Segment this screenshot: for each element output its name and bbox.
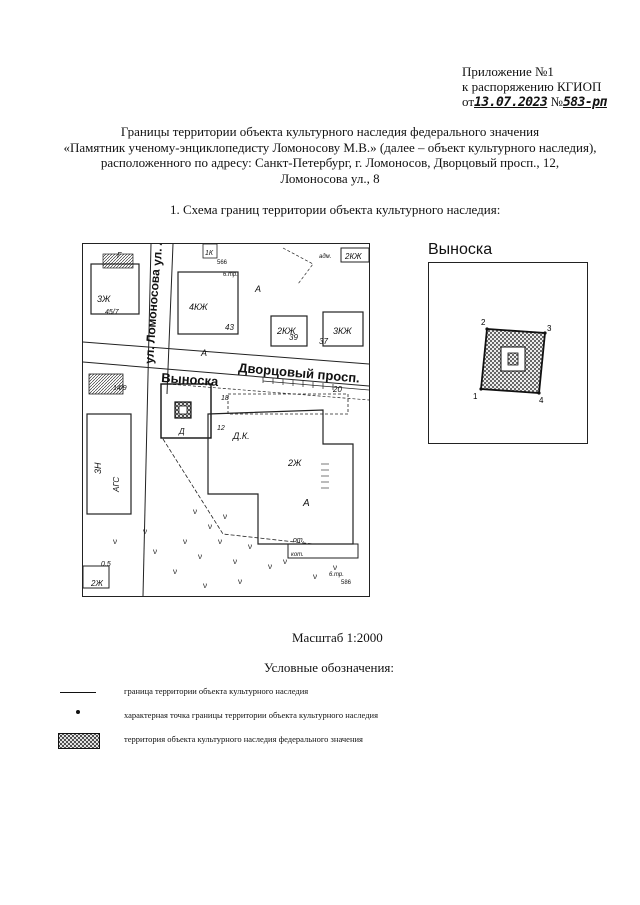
label-a-top: А (254, 284, 261, 294)
inset-point-2: 2 (481, 318, 486, 327)
label-adm: адм. (319, 254, 331, 260)
label-45-7: 45/7 (105, 309, 120, 316)
map-drawing: ννν ννν ννν ννν ννν ννν ул. Ломоносова у… (83, 244, 369, 596)
svg-text:ν: ν (203, 581, 207, 590)
svg-text:ν: ν (218, 537, 222, 546)
label-39: 39 (289, 333, 298, 342)
label-callout: Выноска (161, 370, 220, 389)
appendix-line2: к распоряжению КГИОП (462, 79, 602, 94)
label-4kzh: 4КЖ (189, 302, 208, 312)
order-number: 583-рп (562, 95, 607, 110)
label-street-top: ул. Ломоносова (150, 244, 167, 266)
legend-boundary-line-symbol (60, 692, 96, 693)
label-0-5: 0.5 (101, 561, 111, 568)
label-a-complex: А (302, 498, 310, 509)
svg-text:ν: ν (313, 572, 317, 581)
order-date: 13.07.2023 (474, 95, 548, 110)
label-586: 586 (341, 580, 352, 586)
svg-text:ν: ν (248, 542, 252, 551)
svg-text:ν: ν (143, 527, 147, 536)
legend-item-territory: территория объекта культурного наследия … (124, 734, 363, 744)
inset-point-1: 1 (473, 392, 478, 401)
label-kot: кот. (291, 552, 304, 558)
svg-text:ν: ν (113, 537, 117, 546)
title-line1: Границы территории объекта культурного н… (120, 124, 540, 139)
appendix-note: Приложение №1 к распоряжению КГИОП от13.… (462, 64, 607, 110)
svg-text:ν: ν (173, 567, 177, 576)
label-g: Г (117, 251, 122, 260)
appendix-line3: от13.07.2023 №583-рп (462, 94, 607, 110)
svg-text:ν: ν (283, 557, 287, 566)
label-14-9: 14/9 (113, 385, 127, 392)
label-566: 566 (217, 260, 228, 266)
label-2kzh: 2КЖ (276, 326, 296, 336)
date-prefix: от (462, 94, 475, 109)
svg-text:ν: ν (208, 522, 212, 531)
document-title: Границы территории объекта культурного н… (40, 124, 620, 186)
label-2zh-bottom: 2Ж (90, 579, 103, 588)
label-3kzh: 3КЖ (333, 326, 352, 336)
legend-point-symbol (76, 710, 80, 714)
label-43: 43 (225, 323, 234, 332)
label-dk: Д.К. (232, 431, 250, 441)
label-18: 18 (221, 395, 229, 402)
svg-text:ν: ν (238, 577, 242, 586)
label-3n: 3Н (93, 462, 103, 474)
label-d-callout: Д (178, 427, 185, 436)
label-37: 37 (319, 337, 328, 346)
label-ags: АГС (112, 477, 121, 493)
svg-text:ν: ν (233, 557, 237, 566)
svg-text:ν: ν (223, 512, 227, 521)
label-6tr-bottom: 6.тр. (329, 572, 344, 578)
label-1k: 1К (205, 250, 214, 257)
svg-text:ν: ν (153, 547, 157, 556)
label-3zh: 3Ж (97, 294, 111, 304)
label-dvortsovy: Дворцовый просп. (238, 360, 361, 386)
label-a-street: А (200, 348, 207, 358)
title-line4: Ломоносова ул., 8 (280, 170, 380, 186)
inset-drawing: 1 2 3 4 (473, 318, 552, 405)
map-scale: Масштаб 1:2000 (292, 630, 383, 645)
label-6tr: 6.тр. (223, 272, 238, 278)
label-ot: от. (293, 537, 305, 544)
label-12: 12 (217, 425, 225, 432)
svg-text:ν: ν (183, 537, 187, 546)
inset-title: Выноска (428, 241, 493, 258)
boundary-map: ννν ννν ννν ννν ννν ννν ул. Ломоносова у… (82, 243, 370, 597)
inset-point-3: 3 (547, 324, 552, 333)
section-heading: 1. Схема границ территории объекта культ… (170, 202, 501, 217)
label-2kzh-top: 2КЖ (344, 252, 362, 261)
label-street-bottom: ул. Ломоносова (142, 268, 163, 364)
inset-point-4: 4 (539, 396, 544, 405)
legend-item-boundary: граница территории объекта культурного н… (124, 686, 309, 696)
number-prefix: № (550, 94, 563, 109)
label-20: 20 (332, 385, 342, 394)
svg-text:ν: ν (193, 507, 197, 516)
legend-title: Условные обозначения: (264, 660, 395, 675)
label-2zh: 2Ж (287, 458, 302, 468)
svg-text:ν: ν (333, 563, 337, 572)
legend-item-point: характерная точка границы территории объ… (124, 710, 378, 720)
svg-text:ν: ν (268, 562, 272, 571)
inset-frame: 1 2 3 4 (428, 262, 588, 444)
appendix-line1: Приложение №1 (462, 64, 554, 79)
title-line2: «Памятник ученому-энциклопедисту Ломонос… (63, 139, 597, 155)
legend-territory-symbol (58, 733, 100, 749)
svg-text:ν: ν (198, 552, 202, 561)
title-line3: расположенного по адресу: Санкт-Петербур… (100, 155, 560, 170)
crosshatch-icon (59, 734, 99, 748)
